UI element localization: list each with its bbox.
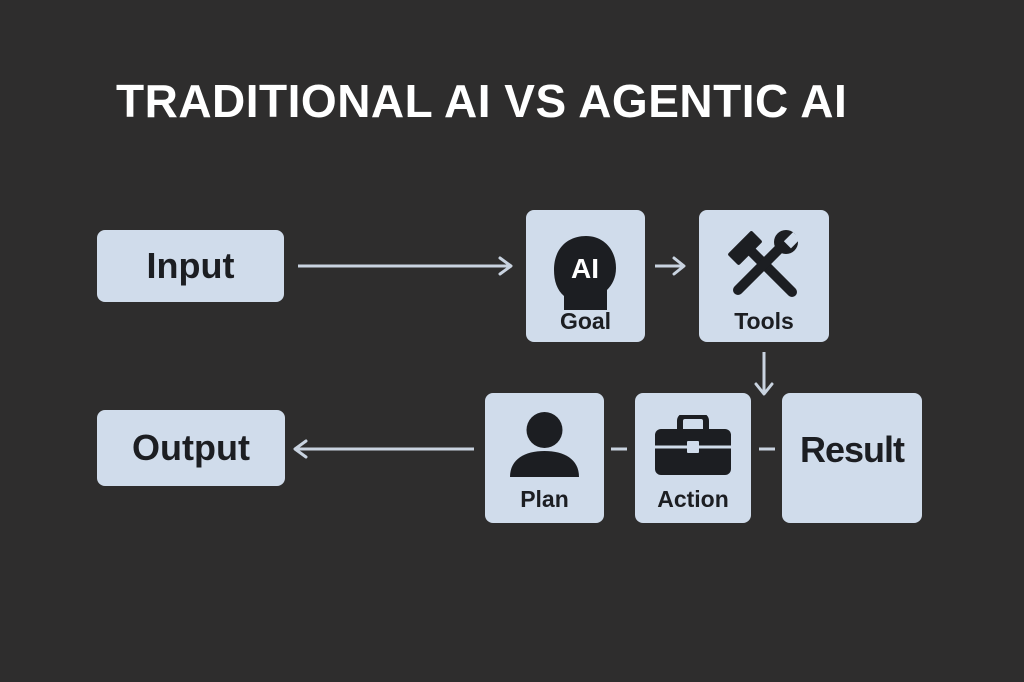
action-label: Action: [657, 486, 729, 512]
goal-label: Goal: [559, 308, 612, 334]
output-box: Output: [97, 410, 285, 486]
ai-head-icon: AI: [554, 236, 616, 310]
input-label: Input: [146, 245, 235, 286]
result-label: Result: [799, 429, 905, 470]
result-box: Result: [782, 393, 922, 523]
arrow-goal-to-tools: [655, 256, 686, 276]
diagram-title: TRADITIONAL AI VS AGENTIC AI: [116, 75, 848, 127]
person-icon: [510, 412, 579, 477]
action-box: Action: [635, 393, 751, 523]
briefcase-icon: [655, 415, 731, 475]
goal-box: AI Goal: [526, 210, 645, 342]
tools-label: Tools: [734, 308, 794, 334]
arrow-plan-to-output: [293, 439, 474, 459]
arrow-tools-down: [754, 352, 774, 396]
hammer-wrench-icon: [728, 230, 801, 297]
input-box: Input: [97, 230, 284, 302]
plan-box: Plan: [485, 393, 604, 523]
output-label: Output: [132, 427, 250, 468]
plan-label: Plan: [520, 486, 569, 512]
arrow-input-to-goal: [298, 256, 513, 276]
ai-badge: AI: [571, 253, 599, 284]
tools-box: Tools: [699, 210, 829, 342]
